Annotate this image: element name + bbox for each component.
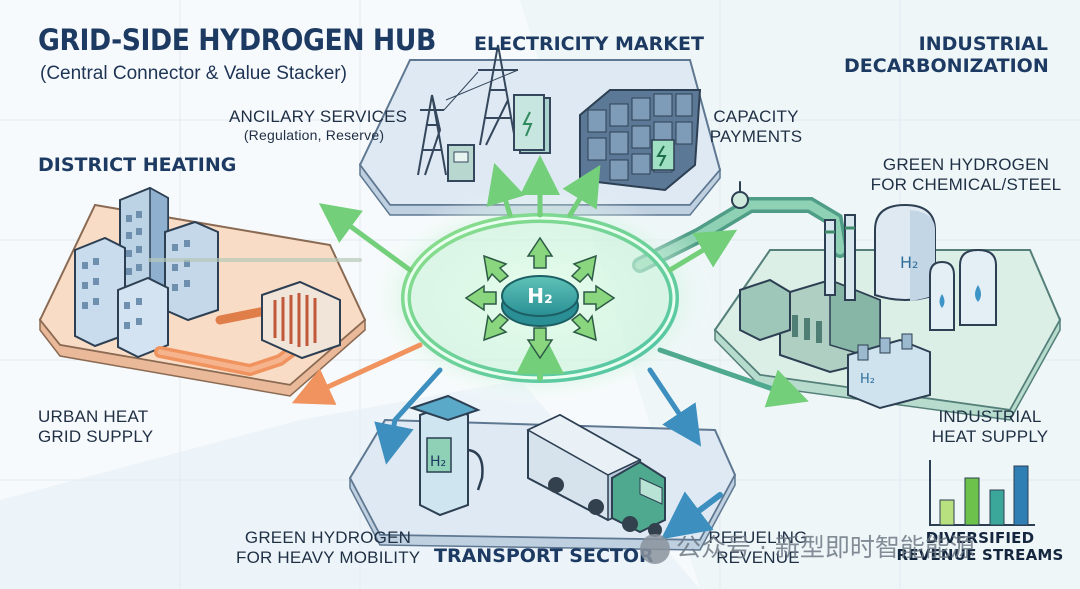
flow-arrows bbox=[148, 155, 809, 540]
label-industrial-heat: INDUSTRIAL HEAT SUPPLY bbox=[930, 407, 1050, 446]
section-district-heating: DISTRICT HEATING bbox=[38, 154, 237, 176]
pump-h2-badge: H₂ bbox=[430, 454, 446, 470]
label-chemical-line2: FOR CHEMICAL/STEEL bbox=[870, 174, 1062, 194]
section-transport-sector: TRANSPORT SECTOR bbox=[434, 545, 654, 567]
label-ancillary-title: ANCILARY SERVICES bbox=[229, 107, 408, 126]
label-ancillary-services: ANCILARY SERVICES (Regulation, Reserve) bbox=[229, 107, 408, 143]
label-urban-heat-line1: URBAN HEAT bbox=[38, 407, 149, 426]
revenue-bars-icon bbox=[929, 460, 1035, 526]
label-refueling-revenue: REFUELING REVENUE bbox=[708, 528, 808, 567]
wechat-icon bbox=[640, 534, 670, 564]
hub-h2-label: H₂ bbox=[527, 284, 553, 308]
watermark: 公众号 · 新型即时智能能源 bbox=[640, 528, 975, 564]
label-capacity-payments: CAPACITY PAYMENTS bbox=[706, 107, 806, 146]
section-electricity-market: ELECTRICITY MARKET bbox=[474, 33, 704, 55]
label-capacity-line1: CAPACITY bbox=[713, 107, 799, 126]
transmission-tower-icon bbox=[417, 44, 519, 176]
heat-exchanger-icon bbox=[261, 280, 341, 360]
label-diversified-line2: REVENUE STREAMS bbox=[896, 546, 1064, 565]
label-ancillary-detail: (Regulation, Reserve) bbox=[243, 126, 385, 143]
label-chemical-line1: GREEN HYDROGEN bbox=[882, 155, 1050, 174]
label-green-h2-mobility: GREEN HYDROGEN FOR HEAVY MOBILITY bbox=[236, 528, 420, 567]
section-industrial-line1: INDUSTRIAL bbox=[918, 33, 1048, 55]
label-diversified-revenue: DIVERSIFIED REVENUE STREAMS bbox=[894, 529, 1066, 565]
label-diversified-line1: DIVERSIFIED bbox=[925, 529, 1035, 547]
city-buildings-icon bbox=[74, 186, 219, 359]
switchgear-cabinet-icon bbox=[447, 144, 475, 182]
hydrogen-fuel-pump-icon: H₂ bbox=[408, 394, 484, 517]
hydrogen-tank-icon: H₂ bbox=[874, 203, 936, 301]
page-title: GRID-SIDE HYDROGEN HUB bbox=[38, 23, 436, 57]
tank-h2-badge: H₂ bbox=[900, 253, 918, 272]
label-industrial-heat-line2: HEAT SUPPLY bbox=[931, 426, 1049, 446]
page-subtitle: (Central Connector & Value Stacker) bbox=[40, 63, 347, 84]
watermark-text: 公众号 · 新型即时智能能源 bbox=[676, 533, 975, 562]
label-refueling-line1: REFUELING bbox=[708, 528, 808, 547]
section-industrial-line2: DECARBONIZATION bbox=[844, 54, 1049, 77]
factory-icon bbox=[739, 214, 881, 374]
label-urban-heat: URBAN HEAT GRID SUPPLY bbox=[38, 407, 158, 446]
cylinder-h2-badge: H₂ bbox=[860, 372, 875, 387]
battery-cabinet-icon bbox=[513, 94, 551, 154]
label-green-h2-chemical: GREEN HYDROGEN FOR CHEMICAL/STEEL bbox=[868, 155, 1064, 194]
label-mobility-line1: GREEN HYDROGEN bbox=[244, 528, 412, 547]
section-industrial-decarbonization: INDUSTRIAL DECARBONIZATION bbox=[844, 33, 1049, 78]
gas-cylinder-icon bbox=[929, 248, 997, 331]
battery-storage-array-icon bbox=[579, 89, 702, 192]
label-refueling-line2: REVENUE bbox=[716, 547, 800, 567]
label-urban-heat-line2: GRID SUPPLY bbox=[38, 426, 154, 446]
label-industrial-heat-line1: INDUSTRIAL bbox=[938, 407, 1042, 426]
hydrogen-hub-node: H₂ bbox=[464, 236, 616, 360]
electrolyzer-icon: H₂ bbox=[847, 333, 931, 410]
label-mobility-line2: FOR HEAVY MOBILITY bbox=[236, 547, 421, 567]
label-capacity-line2: PAYMENTS bbox=[709, 126, 803, 146]
